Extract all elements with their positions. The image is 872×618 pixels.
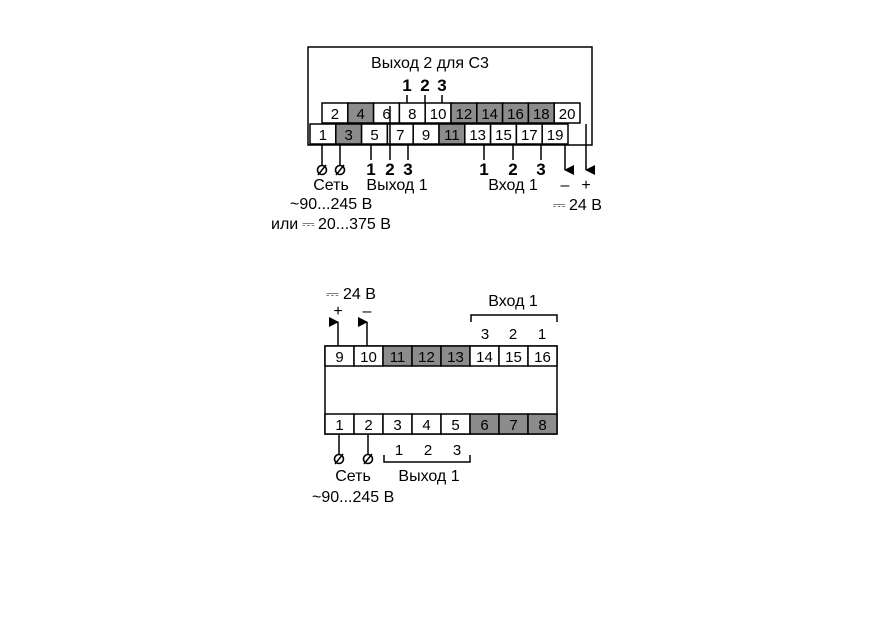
top-dc-range: 20...375 В [318, 216, 391, 233]
top-or-label: или [271, 216, 298, 233]
bottom-upper-terminal-number: 10 [360, 349, 377, 366]
top-net-terminal-n [334, 164, 346, 176]
bottom-in1-label: Вход 1 [488, 293, 538, 310]
top-upper-terminal-number: 20 [559, 106, 576, 123]
bottom-minus-label: – [363, 303, 372, 320]
bottom-terminal-row-upper: 9 10 11 12 13 14 15 16 [324, 345, 558, 367]
top-out1-mark-2: 2 [385, 160, 394, 179]
top-upper-terminal-number: 10 [430, 106, 447, 123]
top-in1-mark-2: 2 [508, 160, 517, 179]
top-lower-terminal-number: 11 [444, 127, 460, 144]
bottom-supply-label: 24 В [343, 286, 376, 303]
bottom-lower-terminal-number: 2 [364, 417, 372, 434]
top-dc-symbol: ⎓ [553, 197, 566, 214]
top-upper-terminal-number: 6 [382, 106, 390, 123]
top-plus-label: + [581, 177, 590, 194]
top-lower-terminal-number: 19 [547, 127, 564, 144]
bottom-dc-symbol: ⎓ [326, 286, 339, 303]
top-out2-mark-3: 3 [437, 76, 446, 95]
top-output2-title: Выход 2 для С3 [371, 55, 489, 72]
top-out1-label: Выход 1 [366, 177, 427, 194]
top-lower-terminal-number: 13 [469, 127, 486, 144]
top-net-label: Сеть [313, 177, 349, 194]
top-dc-symbol-2: ⎓ [302, 216, 315, 233]
top-upper-terminal-number: 12 [456, 106, 473, 123]
top-lower-terminal-number: 1 [319, 127, 327, 144]
top-upper-terminal-number: 4 [357, 106, 365, 123]
bottom-upper-terminal-number: 11 [390, 349, 406, 366]
bottom-upper-terminal-number: 14 [476, 349, 493, 366]
bottom-net-terminal-l [333, 453, 345, 465]
top-ac-range: ~90...245 В [290, 196, 372, 213]
bottom-out1-mark-2: 2 [424, 442, 432, 459]
top-upper-terminal-number: 18 [533, 106, 550, 123]
bottom-net-label: Сеть [335, 468, 371, 485]
top-upper-terminal-number: 14 [481, 106, 498, 123]
bottom-upper-terminal-number: 9 [335, 349, 343, 366]
top-out2-mark-2: 2 [420, 76, 429, 95]
top-in1-label: Вход 1 [488, 177, 538, 194]
bottom-lower-terminal-number: 4 [422, 417, 430, 434]
bottom-upper-terminal-number: 13 [447, 349, 464, 366]
bottom-out1-bracket [383, 455, 471, 463]
bottom-lower-terminal-cell [527, 413, 558, 435]
bottom-out1-label: Выход 1 [398, 468, 459, 485]
top-lower-terminal-number: 5 [370, 127, 378, 144]
bottom-in1-bracket [470, 314, 558, 322]
top-lower-terminal-number: 17 [521, 127, 538, 144]
top-upper-terminal-number: 16 [507, 106, 524, 123]
bottom-upper-terminal-number: 12 [418, 349, 435, 366]
bottom-in1-mark-1: 1 [538, 326, 546, 343]
top-lower-terminal-number: 3 [345, 127, 353, 144]
top-out1-mark-1: 1 [366, 160, 375, 179]
top-upper-terminal-number: 8 [408, 106, 416, 123]
top-lower-terminal-number: 7 [396, 127, 404, 144]
bottom-upper-terminal-cell [527, 345, 558, 367]
top-out2-mark-1: 1 [402, 76, 411, 95]
bottom-out1-mark-3: 3 [453, 442, 461, 459]
top-supply-label: 24 В [569, 197, 602, 214]
top-minus-label: – [561, 177, 570, 194]
top-upper-terminal-cell [553, 102, 581, 124]
top-net-terminal-l [316, 164, 328, 176]
bottom-lower-terminal-number: 1 [335, 417, 343, 434]
bottom-lower-terminal-number: 8 [538, 417, 546, 434]
bottom-net-terminal-n [362, 453, 374, 465]
top-out1-mark-3: 3 [403, 160, 412, 179]
bottom-out1-mark-1: 1 [395, 442, 403, 459]
top-lower-terminal-cell [541, 123, 569, 145]
top-lower-terminal-number: 9 [422, 127, 430, 144]
bottom-terminal-row-lower: 1 2 3 4 5 6 7 8 [324, 413, 558, 435]
bottom-upper-terminal-number: 15 [505, 349, 522, 366]
bottom-ac-range: ~90...245 В [312, 489, 394, 506]
bottom-upper-terminal-number: 16 [534, 349, 551, 366]
top-in1-mark-3: 3 [536, 160, 545, 179]
top-in1-mark-1: 1 [479, 160, 488, 179]
top-lower-terminal-number: 15 [495, 127, 512, 144]
bottom-in1-mark-2: 2 [509, 326, 517, 343]
top-upper-terminal-number: 2 [331, 106, 339, 123]
bottom-in1-mark-3: 3 [481, 326, 489, 343]
bottom-lower-terminal-number: 3 [393, 417, 401, 434]
bottom-plus-label: + [333, 303, 342, 320]
bottom-lower-terminal-number: 7 [509, 417, 517, 434]
bottom-lower-terminal-number: 5 [451, 417, 459, 434]
bottom-lower-terminal-number: 6 [480, 417, 488, 434]
